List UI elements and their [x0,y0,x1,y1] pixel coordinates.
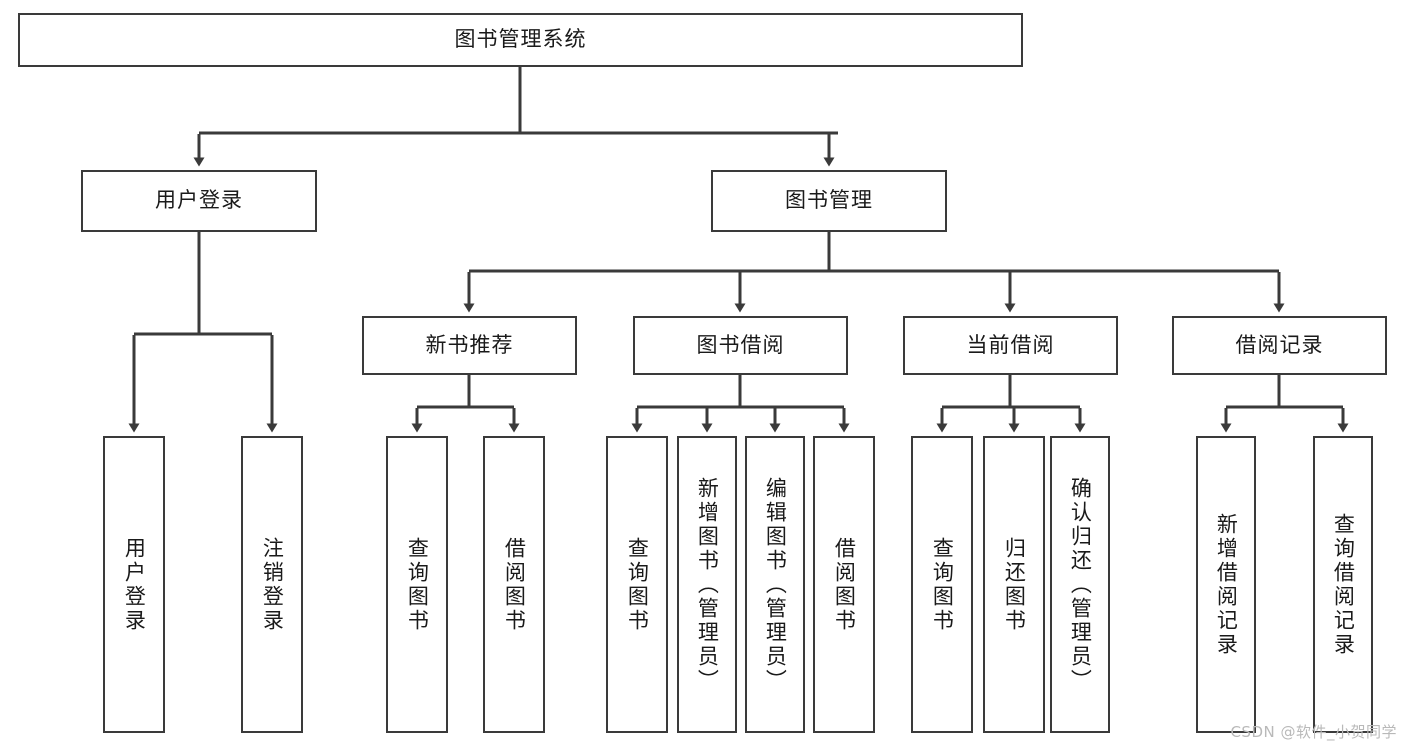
leaf-add-book[interactable]: 新增图书（管理员） [677,436,737,733]
leaf-borrow-book-2[interactable]: 借阅图书 [813,436,875,733]
leaf-borrow-book-1-label: 借阅图书 [502,536,527,633]
leaf-query-book-2[interactable]: 查询图书 [606,436,668,733]
leaf-add-book-label: 新增图书（管理员） [695,476,720,693]
node-user-login[interactable]: 用户登录 [81,170,317,232]
leaf-query-borrow-record-label: 查询借阅记录 [1331,512,1356,657]
node-book-manage-label: 图书管理 [785,188,873,213]
leaf-query-borrow-record[interactable]: 查询借阅记录 [1313,436,1373,733]
leaf-borrow-book-1[interactable]: 借阅图书 [483,436,545,733]
node-new-book-recommend[interactable]: 新书推荐 [362,316,577,375]
leaf-user-login-label: 用户登录 [122,536,147,633]
node-user-login-label: 用户登录 [155,188,243,213]
node-new-book-recommend-label: 新书推荐 [425,332,514,357]
node-book-manage[interactable]: 图书管理 [711,170,947,232]
leaf-query-book-1[interactable]: 查询图书 [386,436,448,733]
leaf-edit-book[interactable]: 编辑图书（管理员） [745,436,805,733]
node-borrow-record[interactable]: 借阅记录 [1172,316,1387,375]
leaf-query-book-1-label: 查询图书 [405,536,430,633]
leaf-query-book-2-label: 查询图书 [625,536,650,633]
node-current-borrow[interactable]: 当前借阅 [903,316,1118,375]
leaf-borrow-book-2-label: 借阅图书 [832,536,857,633]
watermark: CSDN @软件_小贺同学 [1230,723,1397,741]
leaf-add-borrow-record[interactable]: 新增借阅记录 [1196,436,1256,733]
leaf-return-book-label: 归还图书 [1002,536,1027,633]
leaf-confirm-return[interactable]: 确认归还（管理员） [1050,436,1110,733]
leaf-user-login[interactable]: 用户登录 [103,436,165,733]
node-book-borrow[interactable]: 图书借阅 [633,316,848,375]
leaf-query-book-3[interactable]: 查询图书 [911,436,973,733]
leaf-confirm-return-label: 确认归还（管理员） [1068,476,1093,693]
leaf-query-book-3-label: 查询图书 [930,536,955,633]
leaf-return-book[interactable]: 归还图书 [983,436,1045,733]
node-root-label: 图书管理系统 [454,27,587,52]
leaf-add-borrow-record-label: 新增借阅记录 [1214,512,1239,657]
node-book-borrow-label: 图书借阅 [696,332,785,357]
node-root[interactable]: 图书管理系统 [18,13,1023,67]
leaf-user-logout-label: 注销登录 [260,536,285,633]
node-borrow-record-label: 借阅记录 [1235,332,1324,357]
node-current-borrow-label: 当前借阅 [966,332,1055,357]
leaf-user-logout[interactable]: 注销登录 [241,436,303,733]
leaf-edit-book-label: 编辑图书（管理员） [763,476,788,693]
